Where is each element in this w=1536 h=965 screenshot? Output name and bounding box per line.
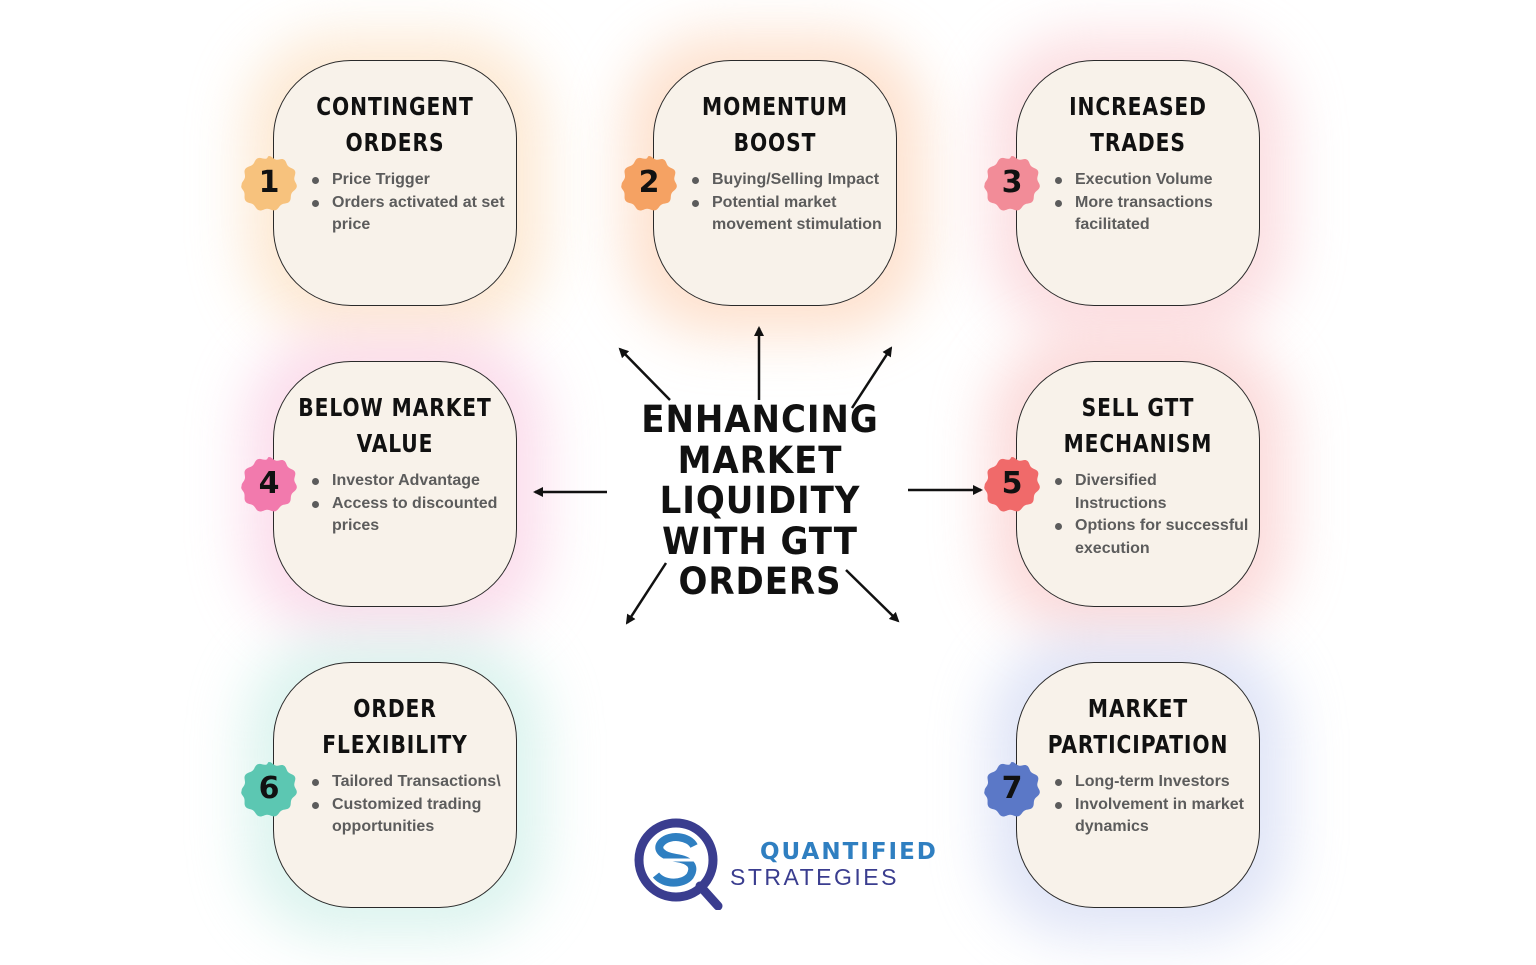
bullet-item: Execution Volume (1053, 169, 1251, 192)
bullet-item: Investor Advantage (310, 470, 508, 493)
card-title: SELL GTT MECHANISM (1063, 393, 1213, 458)
card-momentum-boost: MOMENTUM BOOST Buying/Selling Impact Pot… (653, 60, 897, 306)
bullet-item: Orders activated at set price (310, 192, 508, 237)
card-bullets: Buying/Selling Impact Potential market m… (690, 169, 888, 237)
card-bullets: Execution Volume More transactions facil… (1053, 169, 1251, 237)
card-bullets: Long-term Investors Involvement in marke… (1053, 771, 1251, 839)
badge-number-3: 3 (984, 155, 1040, 211)
badge-number: 1 (258, 165, 280, 200)
badge-number-7: 7 (984, 761, 1040, 817)
card-bullets: Tailored Transactions\ Customized tradin… (310, 771, 508, 839)
bullet-item: Price Trigger (310, 169, 508, 192)
bullet-item: Customized trading opportunities (310, 794, 508, 839)
card-title: MARKET PARTICIPATION (1047, 694, 1229, 759)
center-title: ENHANCING MARKET LIQUIDITY WITH GTT ORDE… (641, 398, 879, 603)
card-bullets: Price Trigger Orders activated at set pr… (310, 169, 508, 237)
badge-number-6: 6 (241, 761, 297, 817)
card-title: BELOW MARKET VALUE (298, 393, 492, 458)
arrow-down-right-icon (845, 569, 900, 623)
badge-number: 4 (258, 466, 280, 501)
badge-number-2: 2 (621, 155, 677, 211)
card-increased-trades: INCREASED TRADES Execution Volume More t… (1016, 60, 1260, 306)
badge-number-1: 1 (241, 155, 297, 211)
quantified-strategies-logo-icon (634, 818, 723, 910)
bullet-item: Potential market movement stimulation (690, 192, 888, 237)
bullet-item: Tailored Transactions\ (310, 771, 508, 794)
logo-text-quantified: QUANTIFIED (760, 839, 938, 865)
badge-number: 7 (1001, 771, 1023, 806)
bullet-item: Involvement in market dynamics (1053, 794, 1251, 839)
bullet-item: Diversified Instructions (1053, 470, 1251, 515)
badge-number: 6 (258, 771, 280, 806)
bullet-item: Long-term Investors (1053, 771, 1251, 794)
card-market-participation: MARKET PARTICIPATION Long-term Investors… (1016, 662, 1260, 908)
logo-text-strategies: STRATEGIES (730, 864, 899, 890)
card-order-flexibility: ORDER FLEXIBILITY Tailored Transactions\… (273, 662, 517, 908)
badge-number: 5 (1001, 466, 1023, 501)
card-bullets: Investor Advantage Access to discounted … (310, 470, 508, 538)
badge-number-4: 4 (241, 456, 297, 512)
bullet-item: More transactions facilitated (1053, 192, 1251, 237)
card-title: INCREASED TRADES (1069, 92, 1207, 157)
badge-number: 3 (1001, 165, 1023, 200)
card-below-market-value: BELOW MARKET VALUE Investor Advantage Ac… (273, 361, 517, 607)
card-title: ORDER FLEXIBILITY (322, 694, 468, 759)
arrow-up-right-icon (850, 346, 893, 409)
card-title: MOMENTUM BOOST (702, 92, 848, 157)
card-sell-gtt-mechanism: SELL GTT MECHANISM Diversified Instructi… (1016, 361, 1260, 607)
arrow-up-left-icon (618, 347, 671, 401)
card-title: CONTINGENT ORDERS (316, 92, 474, 157)
bullet-item: Buying/Selling Impact (690, 169, 888, 192)
card-contingent-orders: CONTINGENT ORDERS Price Trigger Orders a… (273, 60, 517, 306)
arrow-down-left-icon (625, 562, 668, 625)
badge-number-5: 5 (984, 456, 1040, 512)
bullet-item: Options for successful execution (1053, 515, 1251, 560)
bullet-item: Access to discounted prices (310, 493, 508, 538)
card-bullets: Diversified Instructions Options for suc… (1053, 470, 1251, 560)
badge-number: 2 (638, 165, 660, 200)
